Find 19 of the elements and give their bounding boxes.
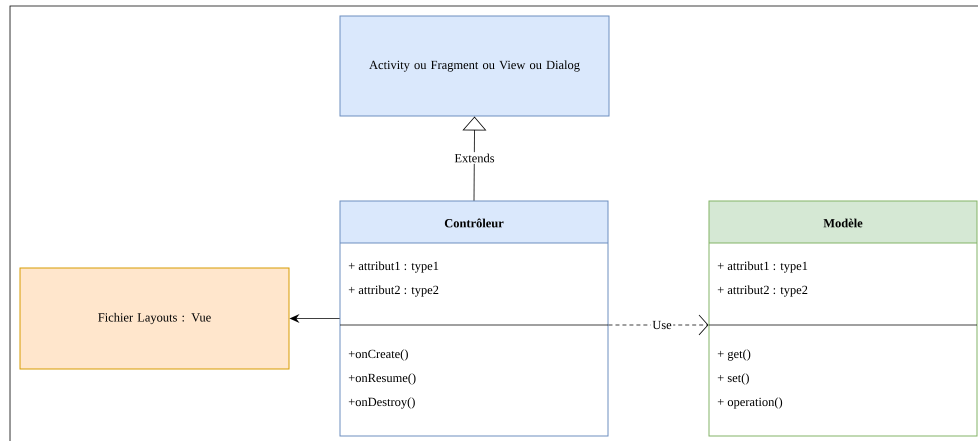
method-text: +onCreate() [348,349,408,361]
attribute-text: + attribut1 : type1 [718,261,808,273]
attribute-text: + attribut2 : type2 [718,285,808,297]
box: Activity ou Fragment ou View ou Dialog [340,16,610,116]
method-text: + set() [718,373,749,385]
edge-label: Use [650,319,674,331]
class-name: Modèle [824,218,862,228]
method-text: +onResume() [348,373,416,385]
class-box [708,200,978,436]
method-text: + get() [718,349,750,361]
class-box [340,200,608,436]
method-text: +onDestroy() [348,397,415,409]
method-text: + operation() [718,397,782,409]
class-name: Contrôleur [444,218,504,228]
arrow [608,314,708,336]
attribute-text: + attribut1 : type1 [348,261,438,273]
box: Fichier Layouts : Vue [20,268,290,370]
attribute-text: + attribut2 : type2 [348,285,438,297]
edge-label: Extends [452,152,496,164]
